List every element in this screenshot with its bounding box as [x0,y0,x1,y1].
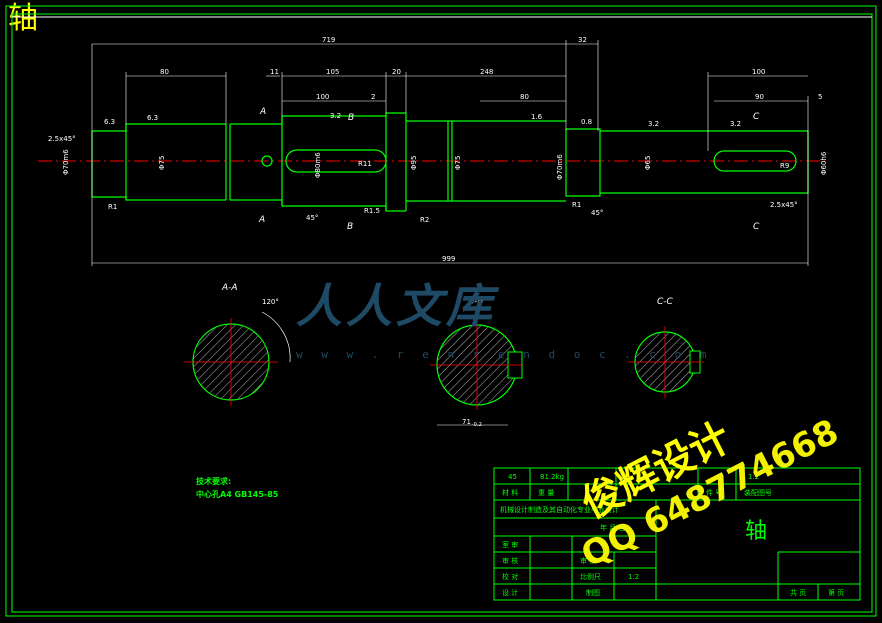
rough-b2: 3.2 [648,120,659,128]
section-bb-tol: -0.2 [472,422,482,428]
dim-end-top: 32 [578,36,587,44]
tb-sheet-total: 共 页 [790,588,806,597]
dia-75a: Φ75 [158,156,166,170]
fillet-r2: R2 [420,216,429,224]
rough-c1: 1.6 [531,113,543,121]
dim-80-mid: 80 [520,93,529,101]
chamfer-left: 2.5x45° [48,135,76,143]
dia-80: Φ80m6 [314,152,322,178]
dimension-lines [91,40,809,266]
marker-c-top: C [753,112,760,122]
watermark-logo: 人人文库 [296,279,496,333]
section-bb-width: 71 [462,418,471,426]
watermark-url: w w w . r e n r e n d o c . c o m [296,348,713,361]
tb-row-2: 审 核 [502,556,518,565]
chamfer-right: 2.5x45° [770,201,798,209]
rough-a1: 6.3 [104,118,115,126]
dim-20: 20 [392,68,401,76]
tb-r2-3: 件 号 [706,488,722,497]
marker-c-bot: C [753,222,760,232]
dim-5: 5 [818,93,822,101]
tb-weight: 81.2kg [540,473,564,481]
rough-d1: 0.8 [581,118,592,126]
dim-overall: 999 [442,255,455,263]
dim-11: 11 [270,68,279,76]
tb-part-name: 轴 [745,519,767,544]
tb-material: 45 [508,473,517,481]
rough-b3: 3.2 [730,120,741,128]
section-markers: A A B B C C [258,107,760,232]
rough-b1: 3.2 [330,112,341,120]
angle-45b: 45° [591,209,603,217]
tb-row-4: 审 核 [580,556,596,565]
tb-sheet-no: 第 页 [828,588,844,597]
dim-2: 2 [371,93,375,101]
dia-left: Φ70m6 [62,149,70,175]
section-cc-title: C-C [657,297,674,307]
shaft-outline [91,112,809,212]
tech-heading: 技术要求: [196,476,231,486]
dim-100-right: 100 [752,68,765,76]
tb-scale-val: 1:2 [628,573,639,581]
tech-line1: 中心孔A4 GB145-85 [196,489,279,499]
tech-requirements: 技术要求: 中心孔A4 GB145-85 [196,476,279,499]
dim-105: 105 [326,68,339,76]
tb-r2-2: 重 量 [538,489,554,497]
tb-draw-lbl: 制图 [586,588,600,597]
corner-title: 轴 [8,1,38,36]
dim-100-mid: 100 [316,93,329,101]
tb-date-hdr: 年 月 日 [600,523,625,532]
section-aa-title: A-A [221,283,238,293]
tb-row-5: 设 计 [502,588,518,597]
section-bb: B-B 71 -0.2 [430,297,524,428]
sheet-frame [5,5,877,617]
dia-60: Φ60h6 [820,151,828,175]
section-aa-angle: 120° [262,298,279,306]
dia-95: Φ95 [410,156,418,170]
dia-75b: Φ75 [454,156,462,170]
marker-b-bot: B [347,222,353,232]
fillet-r15: R1.5 [364,207,380,215]
dim-248: 248 [480,68,493,76]
fillet-r9: R9 [780,162,789,170]
dimension-texts: 719 32 80 11 105 20 248 100 2 80 100 90 … [48,36,822,263]
tb-row-1: 室 审 [502,540,518,549]
fillet-r1b: R1 [572,201,581,209]
title-block-texts: 45 81.2kg 1:2 材 料 重 量 件 号 装配图号 机械设计制造及其自… [500,473,844,597]
tb-school: 机械设计制造及其自动化专业毕业设计 [500,505,619,514]
marker-b-top: B [348,113,354,123]
dim-90: 90 [755,93,764,101]
fillet-r1a: R1 [108,203,117,211]
section-aa: A-A 120° [184,283,291,406]
dim-total-top: 719 [322,36,335,44]
tb-scale-top: 1:2 [748,473,759,481]
fillet-r11: R11 [358,160,372,168]
rough-a2: 6.3 [147,114,158,122]
dia-65: Φ65 [644,156,652,170]
tb-row-3: 校 对 [502,572,518,581]
angle-45a: 45° [306,214,318,222]
tb-r2-4: 装配图号 [744,488,772,497]
dia-70b: Φ70m6 [556,154,564,180]
marker-a-top: A [259,107,266,117]
tb-scale-lbl: 比例尺 [580,572,601,581]
section-bb-title: B-B [468,297,483,307]
section-cc: C-C [628,297,704,398]
diameter-labels: Φ70m6 Φ75 Φ80m6 Φ95 Φ75 Φ70m6 Φ65 Φ60h6 [62,149,828,180]
dim-80-left: 80 [160,68,169,76]
marker-a-bot: A [258,215,265,225]
title-block [493,467,861,601]
tb-r2-1: 材 料 [502,488,518,497]
